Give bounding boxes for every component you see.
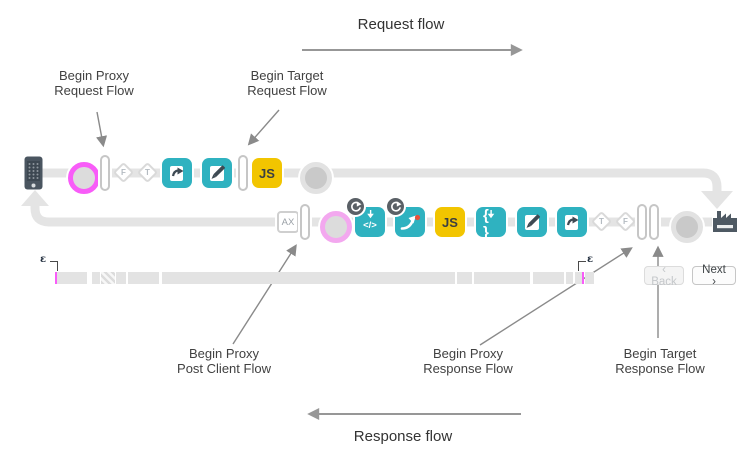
loop-badge (385, 196, 406, 217)
label-begin-target-response-flow: Begin Target Response Flow (615, 346, 705, 376)
pencil-icon (210, 165, 226, 181)
assignmessage-policy-icon[interactable] (517, 207, 547, 237)
proxy-response-flow-marker (637, 204, 647, 240)
timeline-segment (101, 272, 115, 284)
curved-arrow-icon (400, 214, 421, 230)
factory-icon (713, 211, 737, 232)
repeat-arrow-icon (350, 201, 361, 212)
label-begin-proxy-post-client-flow: Begin Proxy Post Client Flow (177, 346, 271, 376)
post-client-pointer-arrow-icon (232, 244, 297, 345)
target-request-step-circle (300, 162, 332, 194)
post-client-flow-marker (300, 204, 310, 240)
request-flow-title: Request flow (357, 16, 445, 33)
target-request-pointer-arrow-icon (247, 109, 280, 146)
timeline-segment (575, 272, 583, 284)
timeline-epsilon-tick (582, 272, 584, 284)
paper-arrow-icon (565, 215, 579, 230)
epsilon-left-label: ε (40, 254, 47, 265)
timeline-segment (128, 272, 159, 284)
pencil-icon (525, 214, 541, 230)
phone-icon (24, 156, 43, 190)
proxy-response-pointer-arrow-icon (479, 247, 633, 346)
epsilon-right-label: ε (587, 254, 594, 265)
proxy-request-flow-marker (100, 155, 110, 191)
request-flow-arrowhead-icon (701, 191, 733, 209)
mobile-client-icon (24, 156, 43, 195)
target-request-flow-marker (238, 155, 248, 191)
proxy-request-pointer-arrow-icon (96, 111, 108, 148)
javascript-policy-icon[interactable]: JS (252, 158, 282, 188)
timeline-segment (92, 272, 100, 284)
label-begin-proxy-request-flow: Begin Proxy Request Flow (54, 68, 134, 98)
next-button[interactable]: Next › (692, 264, 736, 288)
paper-arrow-icon (170, 166, 184, 181)
repeat-arrow-icon (390, 201, 401, 212)
timeline-segment (566, 272, 573, 284)
client-response-step-circle (320, 211, 352, 243)
javascript-policy-icon[interactable]: JS (435, 207, 465, 237)
back-button[interactable]: ‹ Back (644, 264, 684, 288)
epsilon-right-bracket (578, 261, 586, 271)
timeline-segment (457, 272, 472, 284)
extractvariables-policy-icon[interactable]: { } (476, 207, 506, 241)
down-arrow-icon (366, 210, 374, 219)
assignmessage-policy-icon[interactable] (202, 158, 232, 188)
backend-target-icon (710, 206, 740, 239)
timeline-segment (474, 272, 530, 284)
servicecallout-policy-icon[interactable] (162, 158, 192, 188)
label-begin-proxy-response-flow: Begin Proxy Response Flow (423, 346, 513, 376)
label-begin-target-request-flow: Begin Target Request Flow (247, 68, 327, 98)
request-flow-line (40, 168, 722, 192)
timeline-segment (533, 272, 564, 284)
timeline-bar[interactable] (55, 272, 594, 284)
response-flow-arrowhead-icon (21, 190, 49, 206)
loop-badge (345, 196, 366, 217)
epsilon-left-bracket (50, 261, 58, 271)
servicecallout-policy-icon[interactable] (557, 207, 587, 237)
timeline-segment (56, 272, 87, 284)
down-arrow-icon (487, 210, 495, 219)
timeline-segment (162, 272, 455, 284)
response-flow-line (30, 204, 712, 227)
analytics-step-box: AX (277, 211, 299, 233)
target-response-step-circle (671, 211, 703, 243)
response-flow-title: Response flow (353, 428, 453, 445)
target-response-flow-marker (649, 204, 659, 240)
timeline-segment (116, 272, 126, 284)
client-request-step-circle (68, 162, 100, 194)
timeline-epsilon-tick (55, 272, 57, 284)
timeline-segment (585, 272, 594, 284)
